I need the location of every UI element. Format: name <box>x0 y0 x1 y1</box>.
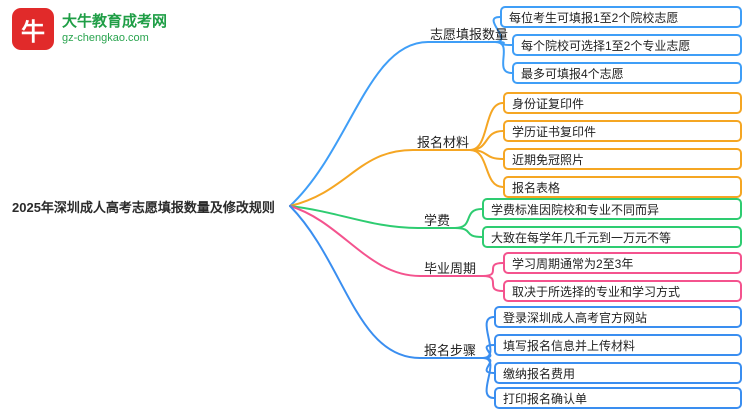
leaf-curve <box>454 227 483 238</box>
branch-label-volunteer-count: 志愿填报数量 <box>430 27 509 42</box>
branch-curve <box>289 205 484 359</box>
leaf-curve <box>469 149 504 188</box>
leaf-curve <box>469 102 504 151</box>
branch-curve <box>289 205 484 277</box>
site-logo[interactable]: 牛 大牛教育成考网 gz-chengkao.com <box>12 8 167 50</box>
leaf-curve <box>454 208 483 229</box>
logo-brand-name: 大牛教育成考网 <box>62 12 168 30</box>
mindmap-root-title: 2025年深圳成人高考志愿填报数量及修改规则 <box>12 200 275 215</box>
bull-logo-icon: 牛 <box>12 8 54 50</box>
leaf-curve <box>482 275 504 292</box>
leaf-curve <box>482 262 504 277</box>
branch-curve <box>289 41 496 207</box>
leaf-node: 缴纳报名费用 <box>494 362 742 384</box>
branch-label-tuition: 学费 <box>424 213 451 228</box>
leaf-node: 身份证复印件 <box>503 92 742 114</box>
leaf-node: 登录深圳成人高考官方网站 <box>494 306 742 328</box>
branch-label-steps: 报名步骤 <box>424 343 477 358</box>
leaf-node: 每位考生可填报1至2个院校志愿 <box>500 6 742 28</box>
branch-label-materials: 报名材料 <box>417 135 470 150</box>
leaf-curve <box>494 41 513 74</box>
leaf-node: 每个院校可选择1至2个专业志愿 <box>512 34 742 56</box>
leaf-node: 填写报名信息并上传材料 <box>494 334 742 356</box>
leaf-node: 学费标准因院校和专业不同而异 <box>482 198 742 220</box>
leaf-node: 近期免冠照片 <box>503 148 742 170</box>
leaf-node: 取决于所选择的专业和学习方式 <box>503 280 742 302</box>
leaf-node: 大致在每学年几千元到一万元不等 <box>482 226 742 248</box>
branch-curve <box>289 205 456 229</box>
leaf-curve <box>469 130 504 151</box>
leaf-node: 报名表格 <box>503 176 742 198</box>
branch-label-graduation: 毕业周期 <box>424 261 477 276</box>
branch-curve <box>289 149 471 207</box>
logo-text-block: 大牛教育成考网 gz-chengkao.com <box>62 13 167 46</box>
leaf-node: 学历证书复印件 <box>503 120 742 142</box>
logo-domain: gz-chengkao.com <box>62 31 149 44</box>
leaf-node: 最多可填报4个志愿 <box>512 62 742 84</box>
leaf-node: 打印报名确认单 <box>494 387 742 409</box>
leaf-curve <box>482 357 495 399</box>
leaf-node: 学习周期通常为2至3年 <box>503 252 742 274</box>
